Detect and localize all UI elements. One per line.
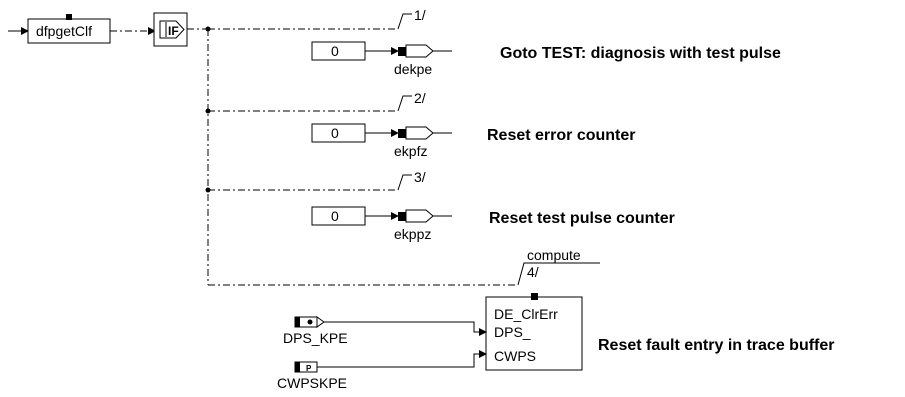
branch-1-target: dekpe [394,61,432,77]
cwpskpe-wire [317,350,487,368]
cwpskpe-input-fill [295,362,300,372]
branch-1-description: Goto TEST: diagnosis with test pulse [500,45,781,62]
branch-3-target-flag-icon [405,209,434,223]
dps-kpe-input-fill [295,317,300,327]
branch-4-case-label: 4/ [527,264,539,280]
cwpskpe-input-glyph: P [306,364,312,373]
branch-2-case-label: 2/ [414,90,426,106]
branch-2-value: 0 [331,125,339,141]
branch-3-value: 0 [331,208,339,224]
function-block-marker [531,293,538,300]
source-block-label: dfpgetClf [36,23,92,39]
cwpskpe-label: CWPSKPE [277,375,347,391]
branch-1-case-mark [397,13,412,30]
branch-3-case-mark [397,174,412,191]
branch-3-target: ekppz [394,226,431,242]
branch-2-description: Reset error counter [487,127,636,144]
dps-kpe-wire [324,321,487,336]
branch-3-case-label: 3/ [414,169,426,185]
source-block-marker [66,14,72,20]
branch-4-description: Reset fault entry in trace buffer [598,337,835,354]
branch-1-target-block [398,47,406,56]
branch-1-value: 0 [331,43,339,59]
branch-1-case-label: 1/ [414,7,426,23]
dps-kpe-input-dot [307,319,313,325]
branch-1-target-flag-icon [405,44,434,58]
function-port-cwps: CWPS [494,348,536,364]
branch-2-target-block [398,129,406,138]
if-arrow-icon [159,20,185,39]
branch-2-target: ekpfz [394,143,427,159]
function-port-dps: DPS_ [494,324,531,340]
if-block-label: IF [168,24,179,38]
branch-4-compute-label: compute [527,247,581,263]
branch-4-case-mark [517,262,600,286]
dps-kpe-input-tip [316,316,325,328]
branch-2-case-mark [397,95,412,112]
branch-3-target-block [398,212,406,221]
function-block-name: DE_ClrErr [494,306,558,322]
dps-kpe-label: DPS_KPE [283,330,348,346]
branch-2-target-flag-icon [405,126,434,140]
branch-3-description: Reset test pulse counter [489,210,675,227]
